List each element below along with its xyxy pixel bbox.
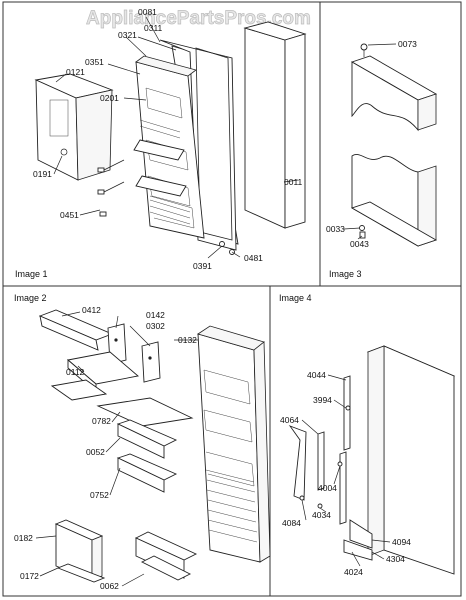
label-0351: 0351 xyxy=(85,57,104,67)
label-4034: 4034 xyxy=(312,510,331,520)
tray-0112 xyxy=(50,351,140,401)
door-top-trim xyxy=(350,55,438,132)
watermark-text: AppliancePartsPros.com xyxy=(86,8,311,29)
label-4094: 4094 xyxy=(392,537,411,547)
image4-caption: Image 4 xyxy=(279,293,312,303)
dispenser-frame xyxy=(54,519,106,583)
image4-panel: 4044 3994 4064 4004 4084 4034 4094 4304 … xyxy=(279,293,456,577)
label-0011: 0011 xyxy=(284,177,303,187)
label-0182: 0182 xyxy=(14,533,33,543)
image2-caption: Image 2 xyxy=(14,293,47,303)
label-0391: 0391 xyxy=(193,261,212,271)
label-0451: 0451 xyxy=(60,210,79,220)
label-0062: 0062 xyxy=(100,581,119,591)
label-4064: 4064 xyxy=(280,415,299,425)
glass-shelf xyxy=(96,397,194,427)
label-0782: 0782 xyxy=(92,416,111,426)
cabinet-liner xyxy=(366,345,456,575)
screws xyxy=(219,241,235,255)
image3-caption: Image 3 xyxy=(329,269,362,279)
label-0142: 0142 xyxy=(146,310,165,320)
image2-panel: 0412 0142 0302 0132 0112 0782 0052 0752 … xyxy=(14,293,271,591)
dispenser-cover xyxy=(34,73,114,181)
freezer-door-liner xyxy=(197,325,271,563)
hinge-pin xyxy=(359,225,366,239)
door-bottom-trim xyxy=(350,154,438,247)
image1-panel: 0081 0321 0311 0351 0121 0201 0191 0451 … xyxy=(15,7,307,279)
image1-caption: Image 1 xyxy=(15,269,48,279)
door-bin-0062 xyxy=(134,531,198,581)
label-0321: 0321 xyxy=(118,30,137,40)
label-4084: 4084 xyxy=(282,518,301,528)
image1-leaders xyxy=(53,16,299,259)
shelf-rails xyxy=(288,375,373,561)
label-0073: 0073 xyxy=(398,39,417,49)
label-0191: 0191 xyxy=(33,169,52,179)
label-0043: 0043 xyxy=(350,239,369,249)
label-0412: 0412 xyxy=(82,305,101,315)
screw-0073 xyxy=(360,43,368,57)
label-0201: 0201 xyxy=(100,93,119,103)
image4-leaders xyxy=(301,374,391,567)
label-3994: 3994 xyxy=(313,395,332,405)
label-0172: 0172 xyxy=(20,571,39,581)
label-0481: 0481 xyxy=(244,253,263,263)
label-0132: 0132 xyxy=(178,335,197,345)
door-bin-0052 xyxy=(116,419,178,459)
label-0081: 0081 xyxy=(138,7,157,17)
door-bin-0752 xyxy=(116,453,178,493)
image2-leaders xyxy=(35,311,198,587)
label-4304: 4304 xyxy=(386,554,405,564)
door-shelves xyxy=(133,139,187,197)
ice-chute xyxy=(38,309,114,351)
label-0121: 0121 xyxy=(66,67,85,77)
label-0302: 0302 xyxy=(146,321,165,331)
clips xyxy=(97,159,125,217)
label-4004: 4004 xyxy=(318,483,337,493)
label-0752: 0752 xyxy=(90,490,109,500)
label-0033: 0033 xyxy=(326,224,345,234)
label-4044: 4044 xyxy=(307,370,326,380)
label-0052: 0052 xyxy=(86,447,105,457)
label-0311: 0311 xyxy=(144,23,163,33)
image3-panel: 0073 0033 0043 Image 3 xyxy=(326,39,438,279)
label-0112: 0112 xyxy=(66,367,85,377)
label-4024: 4024 xyxy=(344,567,363,577)
door-outer-panel xyxy=(243,21,307,229)
